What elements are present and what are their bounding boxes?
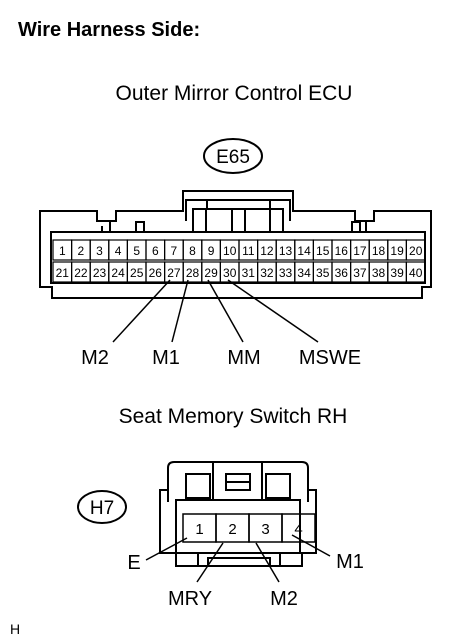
seat-label-e: E (127, 552, 140, 574)
ecu-pin-number: 24 (111, 266, 125, 280)
ecu-pin-number: 18 (372, 244, 386, 258)
ecu-pin-cell (405, 239, 426, 261)
seat-pin-cell (281, 513, 316, 543)
ecu-pin-number: 29 (204, 266, 218, 280)
ecu-pin-number: 35 (316, 266, 330, 280)
ecu-pin-number: 22 (74, 266, 88, 280)
ecu-pin-number: 12 (260, 244, 274, 258)
ecu-pin-number: 11 (242, 244, 255, 258)
ecu-pin-number: 3 (96, 244, 103, 258)
ecu-pin-number: 27 (167, 266, 181, 280)
ecu-pin-number: 21 (56, 266, 70, 280)
ecu-callouts (112, 279, 319, 343)
page-title: Wire Harness Side: (18, 19, 200, 41)
ecu-pin-number: 39 (390, 266, 404, 280)
ecu-pin-number: 25 (130, 266, 144, 280)
ecu-pin-number: 1 (59, 244, 66, 258)
ecu-pin-number: 7 (171, 244, 178, 258)
ecu-pin-number: 31 (242, 266, 256, 280)
seat-label-m1: M1 (336, 551, 364, 573)
seat-switch-connector (159, 461, 317, 567)
ecu-pin-number: 36 (335, 266, 349, 280)
ecu-pin-number: 34 (297, 266, 311, 280)
ecu-pin-number: 30 (223, 266, 237, 280)
ecu-pin-number: 17 (353, 244, 367, 258)
ecu-pin-number: 13 (279, 244, 293, 258)
ecu-pin-number: 37 (353, 266, 367, 280)
ecu-pin-number: 26 (149, 266, 163, 280)
ecu-label-m1: M1 (152, 347, 180, 369)
ecu-pin-number: 16 (335, 244, 349, 258)
ecu-pin-number: 8 (189, 244, 196, 258)
ecu-pin-number: 38 (372, 266, 386, 280)
ecu-connector-code: E65 (203, 138, 263, 174)
ecu-pin-number: 15 (316, 244, 330, 258)
ecu-pin-number: 20 (409, 244, 423, 258)
ecu-pin-cell (405, 261, 426, 283)
svg-text:H7: H7 (90, 498, 114, 519)
ecu-label-mm: MM (227, 347, 260, 369)
ecu-pin-number: 6 (152, 244, 159, 258)
ecu-pin-number: 2 (78, 244, 85, 258)
seat-switch-connector-code: H7 (77, 490, 127, 524)
seat-pin-number: 1 (195, 521, 203, 538)
seat-switch-title: Seat Memory Switch RH (119, 405, 348, 428)
seat-pin-number: 3 (261, 521, 269, 538)
ecu-pin-number: 33 (279, 266, 293, 280)
ecu-pin-number: 19 (390, 244, 404, 258)
ecu-pin-number: 9 (208, 244, 215, 258)
ecu-pin-number: 5 (133, 244, 140, 258)
seat-label-m2: M2 (270, 588, 298, 610)
seat-label-mry: MRY (168, 588, 212, 610)
seat-pin-number: 4 (294, 521, 302, 538)
seat-pin-number: 2 (228, 521, 236, 538)
ecu-pin-number: 4 (115, 244, 122, 258)
ecu-pin-number: 23 (93, 266, 107, 280)
ecu-pin-number: 32 (260, 266, 274, 280)
seat-switch-callouts (145, 534, 331, 583)
ecu-pin-number: 28 (186, 266, 200, 280)
svg-text:E65: E65 (216, 147, 250, 168)
figure-code: H (10, 621, 20, 637)
ecu-pin-number: 40 (409, 266, 423, 280)
seat-switch-pin-grid: 1 2 3 4 (182, 513, 316, 543)
ecu-pin-number: 14 (297, 244, 311, 258)
ecu-pin-number: 10 (223, 244, 237, 258)
ecu-label-m2: M2 (81, 347, 109, 369)
ecu-title: Outer Mirror Control ECU (116, 82, 353, 105)
ecu-label-mswe: MSWE (299, 347, 361, 369)
